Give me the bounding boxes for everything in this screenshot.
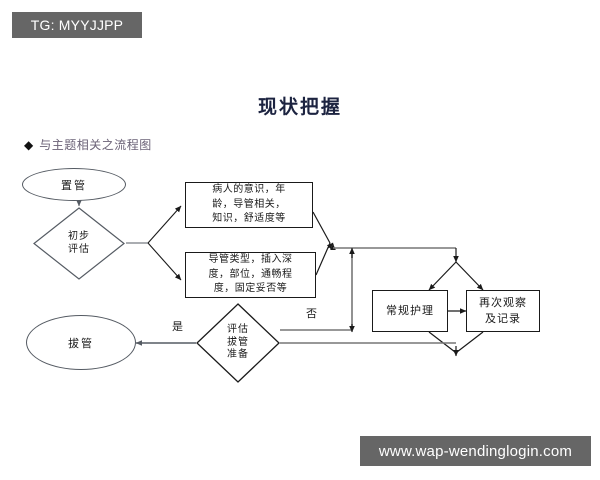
node-initial-assessment[interactable]: 初步 评估 xyxy=(33,207,125,280)
section-heading-label: 与主题相关之流程图 xyxy=(39,138,152,152)
node-routine-care-label: 常规护理 xyxy=(378,303,442,319)
node-start-label: 置管 xyxy=(61,178,87,192)
section-heading: ◆ 与主题相关之流程图 xyxy=(24,136,152,153)
label-line: 再次观察 xyxy=(479,296,527,310)
label-line: 知识，舒适度等 xyxy=(212,213,286,225)
top-watermark-badge: TG: MYYJJPP xyxy=(12,12,142,38)
node-evaluate-removal-readiness[interactable]: 评估 拔管 准备 xyxy=(196,303,280,383)
diamond-shape-evaluate xyxy=(196,303,280,383)
bottom-watermark-badge: www.wap-wendinglogin.com xyxy=(360,436,591,466)
label-line: 度，部位，通畅程 xyxy=(208,268,293,280)
node-observe-and-record-label: 再次观察 及记录 xyxy=(472,295,534,327)
node-remove-tube-label: 拔管 xyxy=(68,336,94,350)
node-observe-and-record[interactable]: 再次观察 及记录 xyxy=(466,290,540,332)
page-title: 现状把握 xyxy=(257,96,342,118)
node-info-patient-factors[interactable]: 病人的意识，年 龄，导管相关， 知识，舒适度等 xyxy=(185,182,313,228)
node-info-catheter-factors[interactable]: 导管类型，插入深 度，部位，通畅程 度，固定妥否等 xyxy=(185,252,316,298)
label-line: 拔管 xyxy=(227,336,249,348)
label-line: 及记录 xyxy=(485,312,521,325)
diamond-shape-initial xyxy=(33,207,125,280)
label-line: 初步 xyxy=(68,231,90,242)
label-line: 度，固定妥否等 xyxy=(213,283,288,295)
label-line: 导管类型，插入深 xyxy=(208,254,293,266)
node-remove-tube[interactable]: 拔管 xyxy=(26,315,136,370)
label-line: 准备 xyxy=(227,349,249,361)
diamond-bullet-icon: ◆ xyxy=(24,137,34,152)
edge-label-no: 否 xyxy=(306,307,317,320)
node-evaluate-removal-readiness-label: 评估 拔管 准备 xyxy=(196,303,280,383)
label-line: 评估 xyxy=(227,324,249,336)
label-line: 病人的意识，年 xyxy=(212,184,286,196)
node-initial-assessment-label: 初步 评估 xyxy=(33,207,125,280)
label-line: 龄，导管相关， xyxy=(212,198,286,210)
label-line: 常规护理 xyxy=(386,304,434,318)
node-start-insert-tube[interactable]: 置管 xyxy=(22,168,126,201)
node-info-catheter-factors-label: 导管类型，插入深 度，部位，通畅程 度，固定妥否等 xyxy=(191,253,310,297)
label-line: 评估 xyxy=(68,243,90,255)
node-info-patient-factors-label: 病人的意识，年 龄，导管相关， 知识，舒适度等 xyxy=(191,183,307,227)
node-routine-care[interactable]: 常规护理 xyxy=(372,290,448,332)
edge-label-yes: 是 xyxy=(172,320,183,333)
